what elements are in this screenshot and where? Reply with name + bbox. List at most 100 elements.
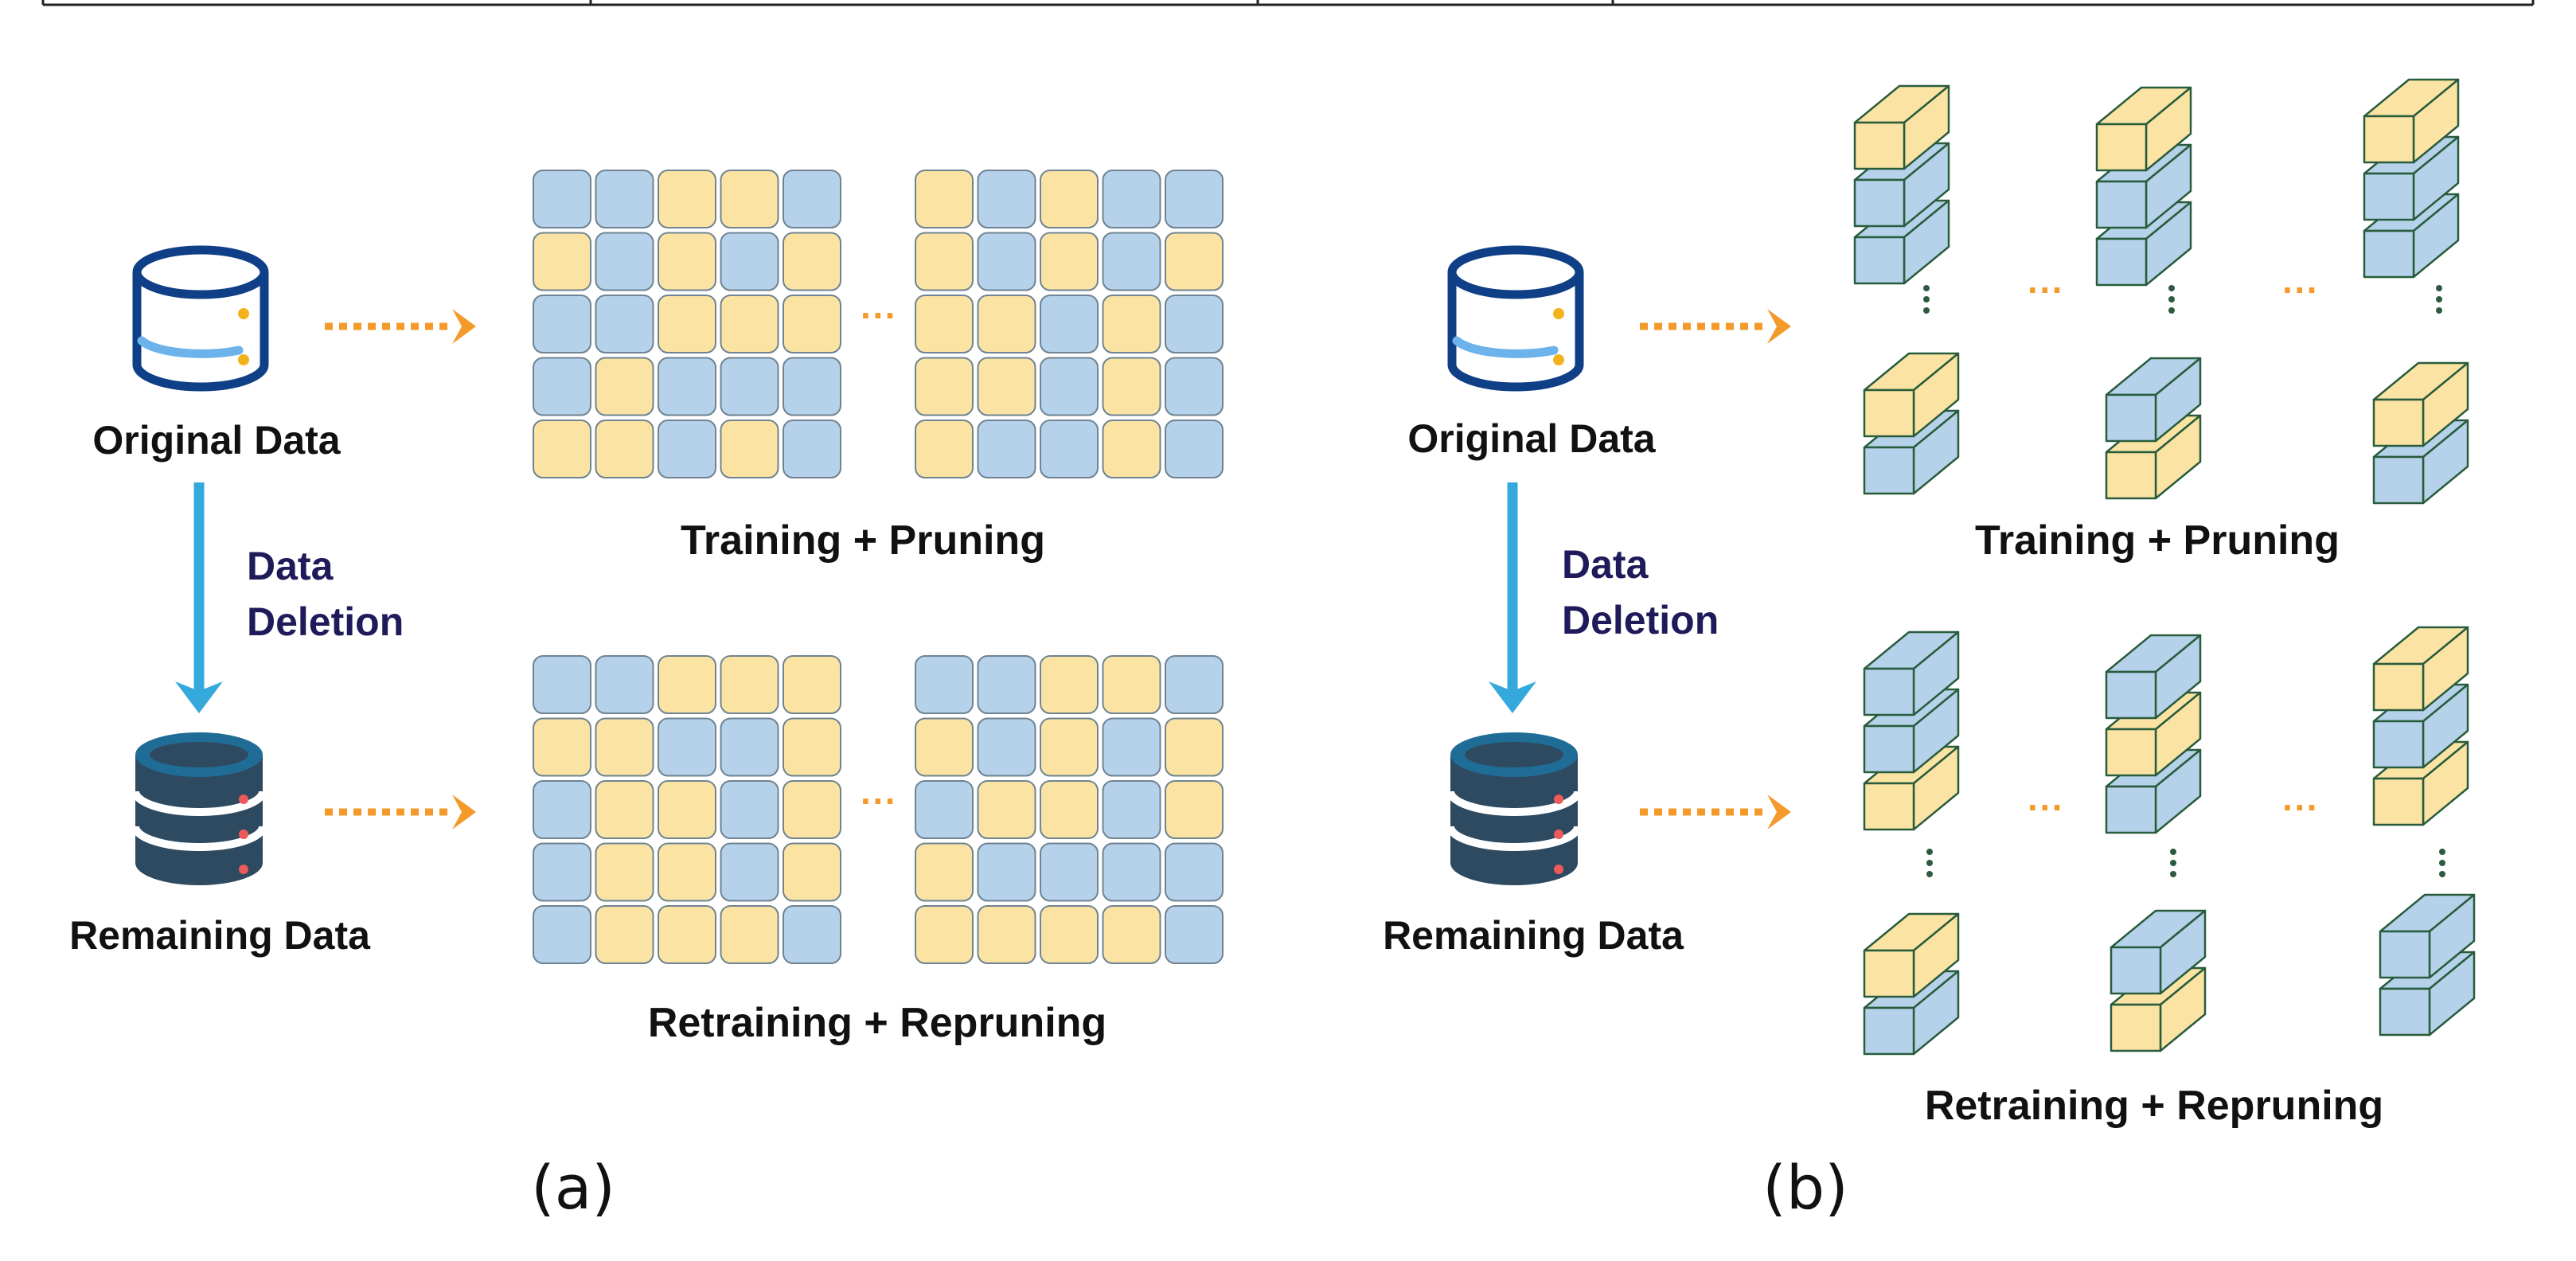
grid-cell (595, 655, 654, 714)
training-pruning-label: Training + Pruning (681, 517, 1045, 564)
grid-cell (720, 170, 779, 228)
grid-cell (783, 420, 841, 478)
grid-cell (533, 842, 591, 902)
grid-training-right (915, 170, 1224, 478)
retraining-repruning-label-b: Retraining + Repruning (1925, 1083, 2383, 1129)
block-front-face (2363, 172, 2415, 221)
grid-cell (595, 295, 654, 353)
grid-cell (595, 717, 654, 777)
ellipsis-retraining: ··· (861, 780, 897, 822)
block-stack (2363, 78, 2460, 279)
grid-cell (915, 295, 974, 353)
block-stack (2095, 86, 2192, 287)
grid-cell (1102, 905, 1161, 964)
data-deletion-label-b-line1: Data (1562, 542, 1649, 587)
grid-cell (658, 842, 716, 902)
grid-cell (915, 170, 974, 228)
grid-cell (1040, 357, 1099, 416)
orange-arrow-retraining-b (1640, 794, 1791, 830)
caption-b: (b) (1762, 1152, 1848, 1223)
block-stack (2110, 909, 2207, 1052)
data-deletion-label-b-line2: Deletion (1562, 598, 1719, 642)
database-icon-original-b (1447, 245, 1584, 392)
ellipsis-training: ··· (861, 295, 897, 336)
grid-cell (595, 357, 654, 416)
grid-cell (1165, 357, 1224, 416)
grid-cell (720, 905, 779, 964)
grid-cell (1165, 295, 1224, 353)
grid-cell (1165, 232, 1224, 291)
training-pruning-label-b: Training + Pruning (1975, 517, 2340, 564)
block-front-face (2372, 720, 2425, 769)
block-front-face (2095, 123, 2148, 172)
grid-cell (977, 655, 1036, 714)
grid-cell (977, 717, 1036, 777)
grid-cell (1040, 842, 1099, 902)
grid-cell (1102, 295, 1161, 353)
block-front-face (2372, 777, 2425, 826)
grid-cell (533, 780, 591, 839)
block-front-face (1863, 1006, 1915, 1056)
grid-cell (658, 295, 716, 353)
retraining-repruning-label: Retraining + Repruning (648, 1000, 1107, 1046)
block-front-face (1853, 178, 1906, 228)
grid-cell (977, 905, 1036, 964)
block-front-face (2105, 670, 2157, 720)
remaining-data-label-b: Remaining Data (1383, 913, 1684, 958)
ellipsis-training-b-2: ··· (2282, 269, 2319, 310)
grid-cell (783, 295, 841, 353)
data-deletion-label-line1: Data (247, 544, 334, 588)
grid-cell (783, 842, 841, 902)
grid-cell (533, 295, 591, 353)
grid-cell (533, 170, 591, 228)
block-front-face (2363, 115, 2415, 164)
block-front-face (2372, 455, 2425, 505)
grid-cell (1165, 420, 1224, 478)
grid-cell (595, 905, 654, 964)
grid-cell (533, 655, 591, 714)
grid-cell (533, 232, 591, 291)
grid-cell (977, 232, 1036, 291)
grid-cell (977, 780, 1036, 839)
block-front-face (2105, 451, 2157, 500)
vertical-dots-retraining (1926, 849, 2445, 877)
grid-cell (658, 357, 716, 416)
grid-cell (720, 842, 779, 902)
block-stack (2372, 361, 2469, 505)
block-front-face (1853, 121, 1906, 170)
grid-cell (783, 232, 841, 291)
grid-training-left (533, 170, 841, 478)
block-stack (2379, 893, 2476, 1037)
grid-cell (658, 905, 716, 964)
block-front-face (1863, 667, 1915, 716)
grid-cell (533, 420, 591, 478)
database-icon-remaining (131, 732, 267, 885)
grid-cell (533, 357, 591, 416)
grid-cell (1040, 717, 1099, 777)
remaining-data-label: Remaining Data (69, 913, 371, 958)
grid-cell (977, 420, 1036, 478)
block-stack (1863, 352, 1960, 495)
block-front-face (2379, 987, 2431, 1037)
grid-cell (783, 170, 841, 228)
grid-cell (1102, 780, 1161, 839)
grid-cell (1102, 170, 1161, 228)
block-front-face (1863, 949, 1915, 998)
grid-cell (783, 717, 841, 777)
grid-cell (658, 655, 716, 714)
block-front-face (2105, 393, 2157, 443)
grid-cell (1165, 655, 1224, 714)
grid-cell (915, 420, 974, 478)
orange-arrow-training (325, 309, 476, 344)
grid-cell (1102, 842, 1161, 902)
grid-cell (915, 905, 974, 964)
data-deletion-label-line2: Deletion (247, 599, 404, 644)
block-front-face (2372, 662, 2425, 712)
panel-b: Original Data Data Deletion Remaining Da… (1383, 78, 2476, 1223)
grid-cell (1040, 295, 1099, 353)
grid-cell (977, 357, 1036, 416)
grid-cell (595, 842, 654, 902)
block-front-face (2110, 1003, 2162, 1052)
block-stack (2372, 626, 2469, 826)
grid-cell (720, 780, 779, 839)
